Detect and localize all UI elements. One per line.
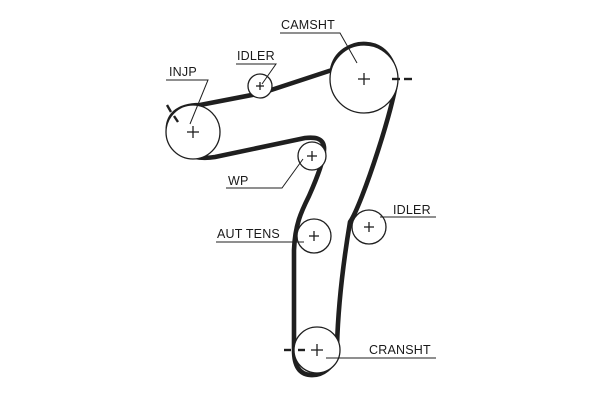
crankshaft-pulley [293,326,341,374]
leader-lines [166,32,436,359]
injection-pump-timing-mark [173,115,179,123]
auto-tensioner-label: AUT TENS [217,227,280,241]
timing-marks [165,77,412,352]
auto-tensioner-pulley [296,218,332,254]
camshaft-pulley [329,44,399,114]
injection-pump-label: INJP [169,65,197,79]
injection-pump-pulley [165,104,221,160]
idler-right-pulley [351,209,387,245]
crankshaft-label: CRANSHT [369,343,431,357]
water-pump-label: WP [228,174,249,188]
idler-top-label: IDLER [237,49,275,63]
water-pump-pulley [297,141,327,171]
idler-right-label: IDLER [393,203,431,217]
idler-top-pulley [247,73,273,99]
injection-pump-timing-mark [165,104,173,113]
camshaft-label: CAMSHT [281,18,335,32]
